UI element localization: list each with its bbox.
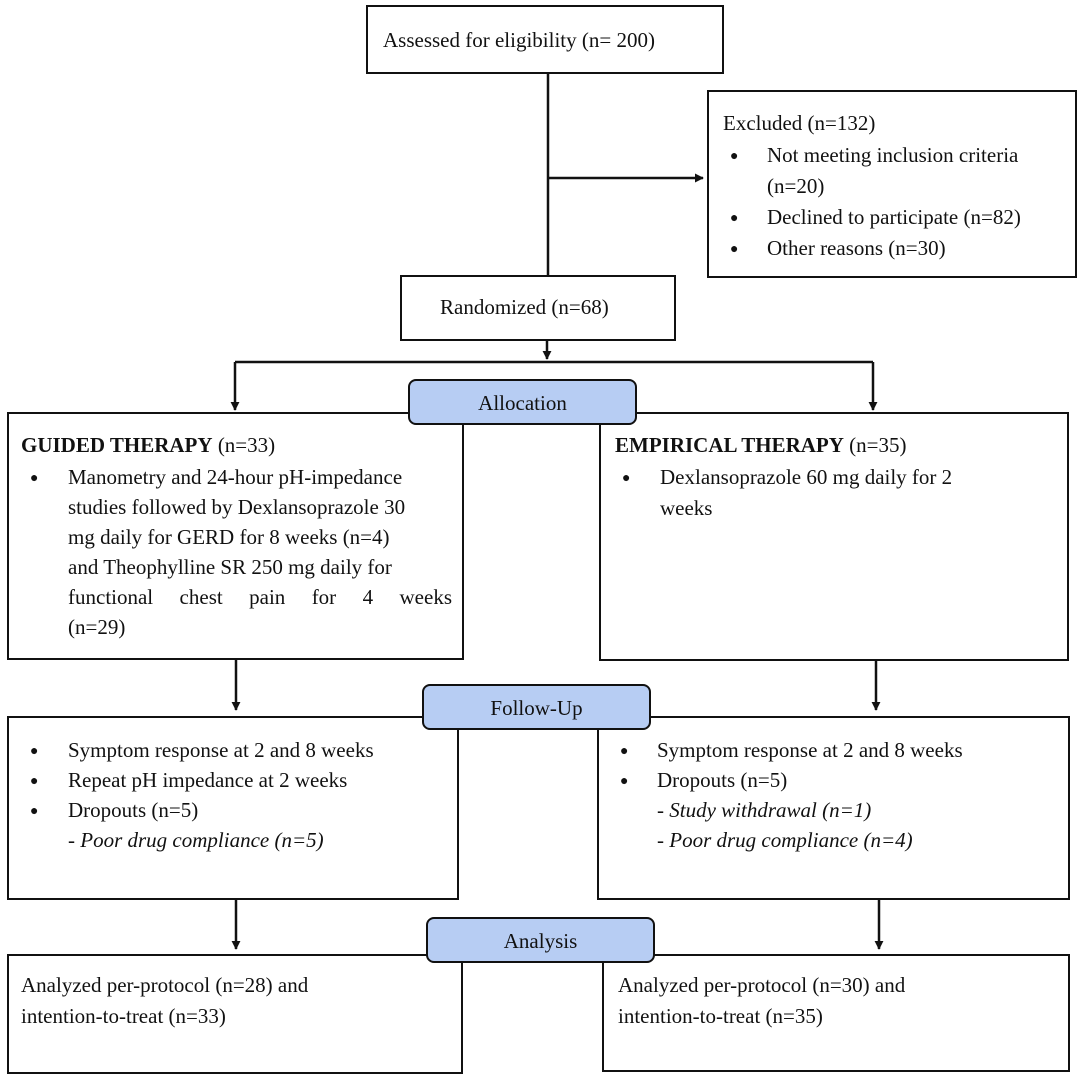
empirical-therapy-box: EMPIRICAL THERAPY (n=35) ● Dexlansoprazo… xyxy=(599,412,1069,661)
bullet-icon: ● xyxy=(730,242,739,257)
analysis-empirical-line: intention-to-treat (n=35) xyxy=(618,1004,823,1028)
guided-title: GUIDED THERAPY xyxy=(21,433,213,457)
guided-line: mg daily for GERD for 8 weeks (n=4) xyxy=(68,525,390,549)
bullet-icon: ● xyxy=(730,211,739,226)
bullet-icon: ● xyxy=(620,744,629,759)
assessed-text: Assessed for eligibility (n= 200) xyxy=(383,28,655,52)
empirical-n: (n=35) xyxy=(843,433,907,457)
assessed-box: Assessed for eligibility (n= 200) xyxy=(366,5,724,74)
bullet-icon: ● xyxy=(30,804,39,819)
bullet-icon: ● xyxy=(30,774,39,789)
followup-guided-box: ● Symptom response at 2 and 8 weeks ● Re… xyxy=(7,716,459,900)
followup-guided-item: Repeat pH impedance at 2 weeks xyxy=(68,768,348,792)
excluded-box: Excluded (n=132) ● Not meeting inclusion… xyxy=(707,90,1077,278)
followup-guided-sub: - Poor drug compliance (n=5) xyxy=(68,828,324,852)
guided-therapy-box: GUIDED THERAPY (n=33) ● Manometry and 24… xyxy=(7,412,464,660)
bullet-icon: ● xyxy=(620,774,629,789)
stage-analysis: Analysis xyxy=(426,917,655,963)
guided-heading: GUIDED THERAPY (n=33) xyxy=(21,430,275,460)
excluded-item: (n=20) xyxy=(767,174,825,198)
followup-empirical-sub: - Poor drug compliance (n=4) xyxy=(657,828,913,852)
analysis-guided-box: Analyzed per-protocol (n=28) and intenti… xyxy=(7,954,463,1074)
stage-followup: Follow-Up xyxy=(422,684,651,730)
excluded-item: Not meeting inclusion criteria xyxy=(767,143,1019,167)
followup-empirical-item: Symptom response at 2 and 8 weeks xyxy=(657,738,963,762)
analysis-empirical-box: Analyzed per-protocol (n=30) and intenti… xyxy=(602,954,1070,1072)
analysis-empirical-line: Analyzed per-protocol (n=30) and xyxy=(618,973,906,997)
bullet-icon: ● xyxy=(30,744,39,759)
empirical-line: Dexlansoprazole 60 mg daily for 2 xyxy=(660,465,953,489)
bullet-icon: ● xyxy=(622,471,631,486)
excluded-item: Other reasons (n=30) xyxy=(767,236,946,260)
empirical-heading: EMPIRICAL THERAPY (n=35) xyxy=(615,430,906,460)
followup-guided-item: Symptom response at 2 and 8 weeks xyxy=(68,738,374,762)
excluded-item: Declined to participate (n=82) xyxy=(767,205,1021,229)
stage-allocation: Allocation xyxy=(408,379,637,425)
bullet-icon: ● xyxy=(730,149,739,164)
guided-n: (n=33) xyxy=(212,433,276,457)
randomized-box: Randomized (n=68) xyxy=(400,275,676,341)
followup-empirical-sub: - Study withdrawal (n=1) xyxy=(657,798,872,822)
randomized-text: Randomized (n=68) xyxy=(440,295,609,319)
followup-guided-item: Dropouts (n=5) xyxy=(68,798,199,822)
guided-line: functional chest pain for 4 weeks xyxy=(68,585,452,609)
followup-empirical-item: Dropouts (n=5) xyxy=(657,768,788,792)
empirical-title: EMPIRICAL THERAPY xyxy=(615,433,844,457)
analysis-guided-line: intention-to-treat (n=33) xyxy=(21,1004,226,1028)
guided-line: (n=29) xyxy=(68,615,126,639)
guided-line: studies followed by Dexlansoprazole 30 xyxy=(68,495,406,519)
guided-description: Manometry and 24-hour pH-impedance studi… xyxy=(68,462,452,642)
followup-empirical-box: ● Symptom response at 2 and 8 weeks ● Dr… xyxy=(597,716,1070,900)
guided-line: Manometry and 24-hour pH-impedance xyxy=(68,465,403,489)
excluded-title: Excluded (n=132) xyxy=(723,111,876,135)
guided-line: and Theophylline SR 250 mg daily for xyxy=(68,555,392,579)
bullet-icon: ● xyxy=(30,471,39,486)
empirical-line: weeks xyxy=(660,496,713,520)
analysis-guided-line: Analyzed per-protocol (n=28) and xyxy=(21,973,309,997)
